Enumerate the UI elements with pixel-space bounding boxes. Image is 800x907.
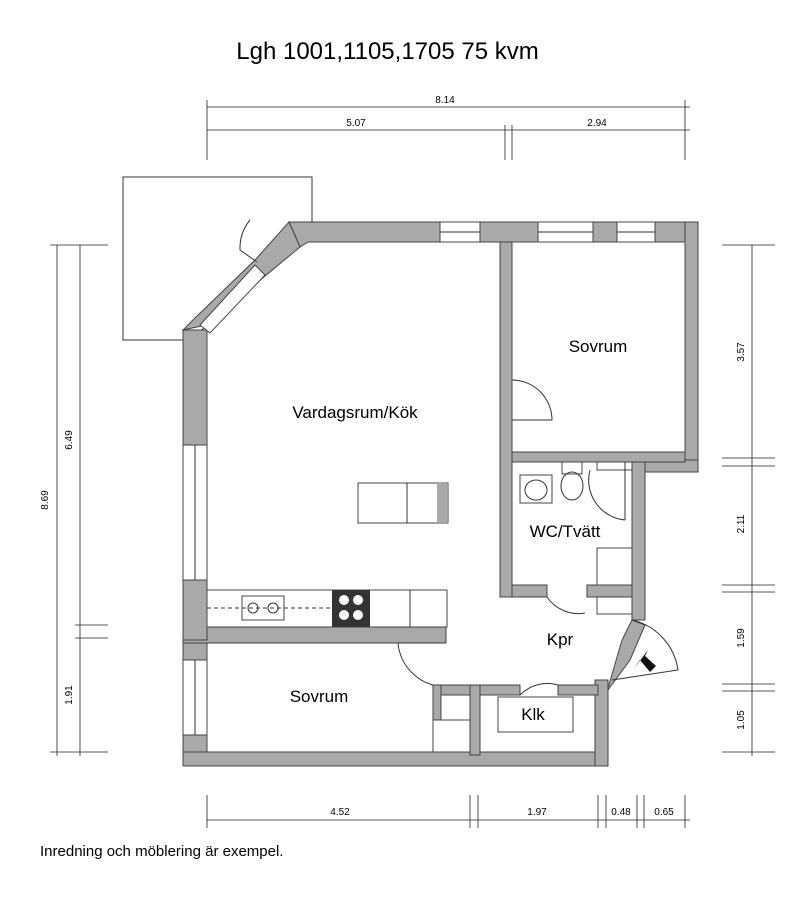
dim-bottom-4: 0.65 [654,807,674,818]
dim-left-total: 8.69 [40,490,51,510]
dim-right-2: 2.11 [736,514,747,533]
fixtures [206,461,656,753]
footer-note: Inredning och möblering är exempel. [40,843,284,860]
plan-title: Lgh 1001,1105,1705 75 kvm [236,38,539,65]
dim-right-3: 1.59 [736,628,747,648]
room-closet: Klk [521,705,545,724]
windows [182,221,656,736]
room-bedroom-top: Sovrum [569,337,628,356]
dim-bottom-3: 0.48 [611,807,631,818]
interior-walls [182,241,686,756]
dimensions-right: 3.57 2.11 1.59 1.05 [722,244,775,756]
dim-bottom-1: 4.52 [330,807,350,818]
dimensions-left: 8.69 6.49 1.91 [40,244,108,756]
room-hall: Kpr [547,630,574,649]
room-bedroom-bottom: Sovrum [290,687,349,706]
dim-top-right: 2.94 [587,118,607,129]
dim-left-lower: 1.91 [64,685,75,705]
outer-walls [181,221,699,767]
entrance-arrow-icon [633,650,656,672]
dim-right-1: 3.57 [736,342,747,362]
dim-bottom-2: 1.97 [527,807,547,818]
dim-left-upper: 6.49 [64,430,75,450]
room-living: Vardagsrum/Kök [292,403,418,422]
room-wc: WC/Tvätt [530,522,601,541]
doors [239,219,679,696]
dim-top-total: 8.14 [435,95,455,106]
dimensions-top: 8.14 5.07 2.94 [206,95,690,160]
dim-right-4: 1.05 [736,710,747,730]
dimensions-bottom: 4.52 1.97 0.48 0.65 [206,795,690,828]
dim-top-left: 5.07 [346,118,366,129]
